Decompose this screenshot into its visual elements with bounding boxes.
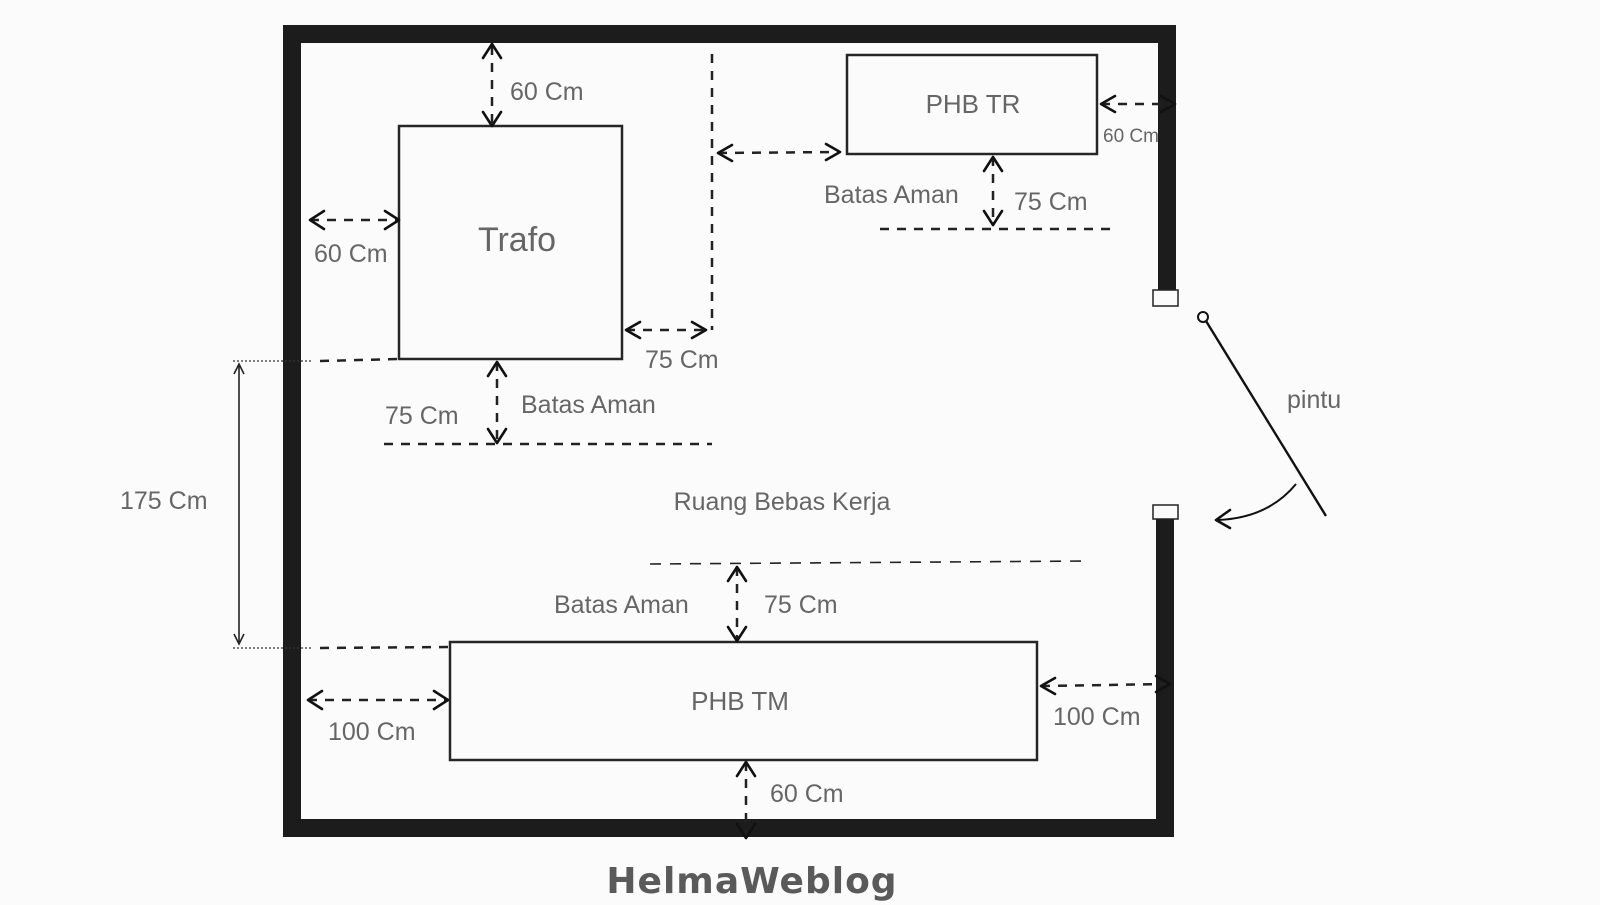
arrow-trafo-bottom <box>486 360 508 445</box>
door-swing-arc <box>1217 483 1297 521</box>
room-walls <box>283 25 1179 837</box>
arrow-to-phb-tr <box>716 142 842 163</box>
door-hinge-icon <box>1197 311 1209 323</box>
dim-arrow-top <box>233 362 245 375</box>
phbtm-right-measure: 100 Cm <box>1053 703 1141 731</box>
safety-boundaries <box>319 54 1110 650</box>
phb-tm-box <box>448 640 1039 762</box>
trafo-label: Trafo <box>478 221 556 259</box>
phbtm-top-extension <box>319 645 451 650</box>
watermark: HelmaWeblog <box>606 861 897 902</box>
trafo-top-measure: 60 Cm <box>510 78 584 106</box>
phbtr-safe-label: Batas Aman <box>824 181 959 209</box>
arrow-phbtm-left <box>306 689 450 711</box>
workspace-label: Ruang Bebas Kerja <box>674 488 891 516</box>
door-jamb-top <box>1152 289 1179 307</box>
arrow-trafo-top <box>481 42 503 128</box>
dimension-175 <box>233 360 312 649</box>
phb-tm-label: PHB TM <box>691 686 789 716</box>
phb-tr-label: PHB TR <box>926 89 1021 119</box>
phbtm-bottom-measure: 60 Cm <box>770 780 844 808</box>
arrow-trafo-right <box>624 320 708 340</box>
trafo-box <box>397 124 624 361</box>
arrow-trafo-left <box>308 209 401 231</box>
trafo-bottom-measure: 75 Cm <box>385 402 459 430</box>
measure-arrows <box>306 42 1177 840</box>
dim-arrow-bottom <box>233 633 245 646</box>
arrow-phbtm-bottom <box>735 760 757 840</box>
phbtm-safe-boundary <box>649 560 1091 565</box>
door-label: pintu <box>1287 386 1341 414</box>
phbtr-right-measure: 60 Cm <box>1103 126 1159 147</box>
trafo-safe-label: Batas Aman <box>521 391 656 419</box>
labels: Trafo PHB TR PHB TM 60 Cm 60 Cm 75 Cm 75… <box>120 78 1341 902</box>
door-leaf <box>1204 320 1328 517</box>
phb-tr-box <box>845 53 1099 156</box>
left-dimension-label: 175 Cm <box>120 487 208 515</box>
trafo-right-measure: 75 Cm <box>645 346 719 374</box>
arrow-phbtr-right <box>1099 94 1177 114</box>
door-jamb-bottom <box>1152 504 1179 520</box>
phbtm-left-measure: 100 Cm <box>328 718 416 746</box>
trafo-left-measure: 60 Cm <box>314 240 388 268</box>
phbtr-bottom-measure: 75 Cm <box>1014 188 1088 216</box>
arrow-phbtm-right <box>1039 674 1172 696</box>
door <box>1197 311 1328 530</box>
arrow-phbtr-bottom <box>982 155 1004 227</box>
trafo-bottom-extension <box>319 357 400 363</box>
phbtm-safe-label: Batas Aman <box>554 591 689 619</box>
arrow-phbtm-top <box>726 565 748 643</box>
wall-upper <box>283 25 1176 837</box>
phbtm-top-measure: 75 Cm <box>764 591 838 619</box>
door-swing-arrow-icon <box>1214 508 1232 530</box>
